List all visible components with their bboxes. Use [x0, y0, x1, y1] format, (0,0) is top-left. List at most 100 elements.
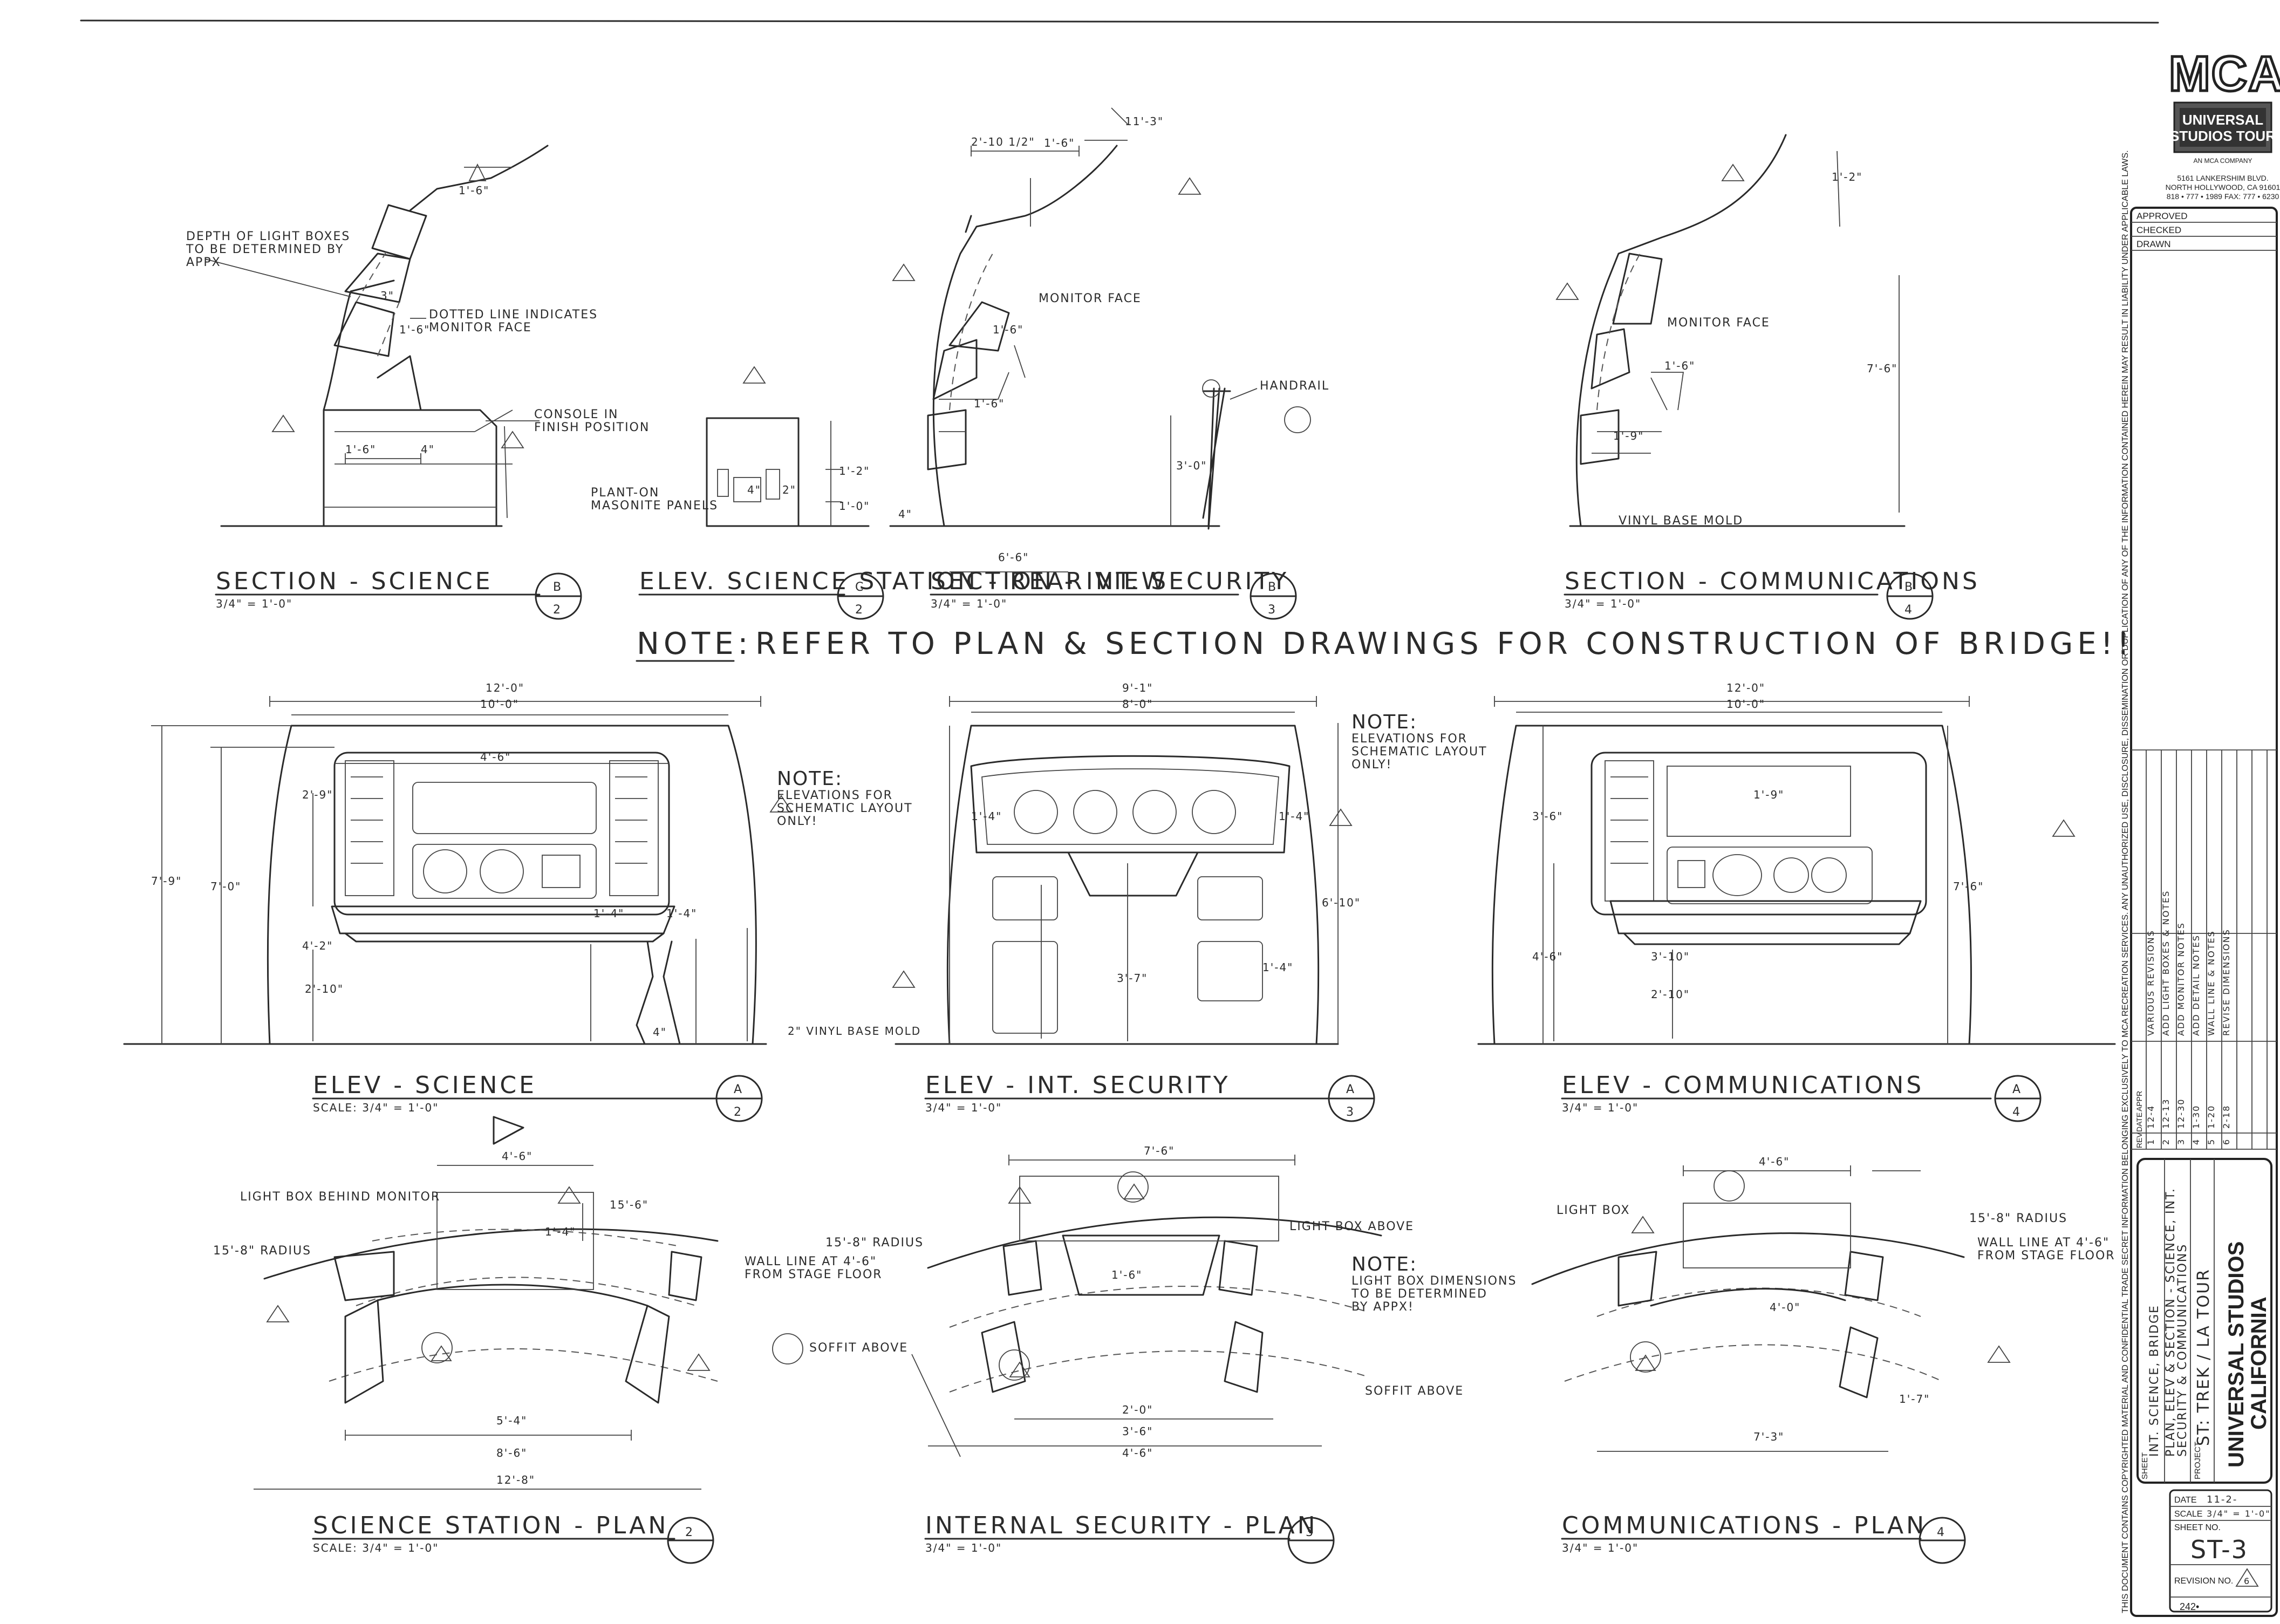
project-label: PROJECT	[2193, 1442, 2202, 1479]
section-communications	[1555, 134, 1934, 620]
plan-communications-title: COMMUNICATIONS - PLAN	[1562, 1512, 1927, 1539]
dimension-p4-1: 4'-0"	[1770, 1301, 1800, 1314]
revision-date: 1-30	[2191, 1105, 2201, 1129]
elev-int-security-title: ELEV - INT. SECURITY	[925, 1072, 1231, 1099]
radius-label-plan-security: 15'-8" RADIUS	[825, 1236, 924, 1250]
vinyl-base-mold-label: VINYL BASE MOLD	[1619, 514, 1743, 528]
sheet-title-line-3: SECURITY & COMMUNICATIONS	[2176, 1244, 2189, 1457]
elev-communications-title: ELEV - COMMUNICATIONS	[1562, 1072, 1924, 1099]
dimension-a3-0: 9'-1"	[1122, 681, 1153, 694]
revision-number: 6	[2221, 1138, 2231, 1145]
soffit-above-label-1: SOFFIT ABOVE	[809, 1341, 908, 1355]
elev-science-title: ELEV - SCIENCE	[313, 1072, 537, 1099]
revision-description: VARIOUS REVISIONS	[2146, 930, 2156, 1036]
section-int-security	[889, 107, 1311, 620]
elev-communications	[1477, 696, 2116, 1122]
elev-communications-mark-num: 4	[2012, 1106, 2021, 1119]
revision-description: ADD MONITOR NOTES	[2176, 922, 2186, 1036]
plan-communications-mark-num: 4	[1937, 1526, 1945, 1539]
section-science-mark-letter: B	[553, 581, 562, 594]
svg-text:STUDIOS TOUR: STUDIOS TOUR	[2170, 128, 2276, 144]
sheet-title-line-1: INT. SCIENCE, BRIDGE	[2148, 1305, 2161, 1457]
address-line-3: 818 • 777 • 1989 FAX: 777 • 6230	[2167, 192, 2279, 201]
plan-int-security-mark-num: 3	[1306, 1526, 1314, 1539]
elev-science-rear-mark-num: 2	[855, 603, 864, 617]
dimension-b3-3: 1'-6"	[993, 323, 1023, 336]
dimension-b2-0: 1'-6"	[459, 184, 489, 197]
section-int-security-mark-letter: B	[1268, 581, 1277, 594]
elev-science-mark-num: 2	[734, 1106, 742, 1119]
dimension-a2-5: 7'-0"	[210, 880, 241, 893]
studio-name-2: CALIFORNIA	[2247, 1297, 2271, 1430]
svg-text:UNIVERSAL: UNIVERSAL	[2182, 112, 2263, 128]
rev-col-label: REV	[2135, 1132, 2144, 1148]
appr-col-label: APPR	[2135, 1091, 2144, 1111]
elev-int-security-scale: 3/4" = 1'-0"	[925, 1101, 1002, 1114]
svg-text:AN MCA COMPANY: AN MCA COMPANY	[2193, 157, 2252, 165]
note-head: NOTE:	[637, 626, 752, 661]
drawn-label: DRAWN	[2136, 239, 2171, 249]
dimension-b4-2: 1'-9"	[1613, 429, 1644, 442]
wall-line-label-1: WALL LINE AT 4'-6"FROM STAGE FLOOR	[745, 1255, 883, 1281]
revision-date: 12-13	[2161, 1098, 2171, 1129]
section-communications-title: SECTION - COMMUNICATIONS	[1565, 568, 1980, 595]
monitor-face-label-b3: MONITOR FACE	[1039, 292, 1142, 305]
section-science-scale: 3/4" = 1'-0"	[216, 597, 292, 610]
elev-communications-scale: 3/4" = 1'-0"	[1562, 1101, 1639, 1114]
dimension-p3-3: 3'-6"	[1122, 1425, 1153, 1438]
dimension-a2-8: 1'-4"	[593, 907, 624, 920]
dimension-a4-5: 7'-6"	[1953, 880, 1984, 893]
plan-science-mark-num: 2	[685, 1526, 694, 1539]
dimension-a3-4: 6'-10"	[1322, 896, 1361, 909]
address-line-2: NORTH HOLLYWOOD, CA 91601	[2166, 183, 2280, 192]
title-block: THIS DOCUMENT CONTAINS COPYRIGHTED MATER…	[2121, 45, 2280, 1617]
dimension-b3-4: 1'-6"	[974, 397, 1005, 410]
plan-int-security-title: INTERNAL SECURITY - PLAN	[925, 1512, 1318, 1539]
dimension-p3-0: 7'-6"	[1144, 1144, 1175, 1157]
section-int-security-title: SECTION - INT. SECURITY	[931, 568, 1289, 595]
dimension-p2-2: 1'-4"	[545, 1225, 576, 1238]
address-line-1: 5161 LANKERSHIM BLVD.	[2177, 174, 2268, 182]
dimension-b3-7: 4"	[898, 508, 912, 521]
dimension-p2-0: 4'-6"	[502, 1150, 533, 1163]
revision-number: 3	[2176, 1138, 2186, 1145]
plan-science-scale: SCALE: 3/4" = 1'-0"	[313, 1541, 439, 1554]
dimension-a4-4: 4'-6"	[1532, 950, 1563, 963]
plan-science	[254, 1165, 719, 1564]
elev-science-rear	[638, 366, 884, 620]
revision-description: ADD LIGHT BOXES & NOTES	[2161, 890, 2171, 1036]
dimension-b2-2: 1'-6"	[345, 443, 376, 456]
dimension-p2-1: 15'-6"	[610, 1198, 648, 1211]
mca-logo: MCA	[2168, 45, 2280, 103]
date-col-label: DATE	[2135, 1113, 2144, 1132]
revision-description: ADD DETAIL NOTES	[2191, 934, 2201, 1036]
revision-number: 5	[2206, 1138, 2216, 1145]
dimension-b2-1: 1'-6"	[399, 323, 430, 336]
dimension-a3-2: 1'-4"	[971, 810, 1002, 823]
dimension-p2-3: 5'-4"	[496, 1414, 527, 1427]
dimension-p3-4: 4'-6"	[1122, 1446, 1153, 1459]
dimension-a4-3: 1'-9"	[1753, 788, 1784, 801]
dimension-b4-0: 1'-2"	[1832, 170, 1862, 183]
studio-name-1: UNIVERSAL STUDIOS	[2224, 1241, 2248, 1468]
dimension-a4-6: 3'-10"	[1651, 950, 1690, 963]
elev-int-security-mark-letter: A	[1346, 1083, 1355, 1096]
radius-label-plan-comm: 15'-8" RADIUS	[1969, 1212, 2067, 1225]
radius-label-plan-science: 15'-8" RADIUS	[213, 1244, 311, 1258]
section-int-security-scale: 3/4" = 1'-0"	[931, 597, 1007, 610]
elev-communications-mark-letter: A	[2012, 1083, 2022, 1096]
section-science-title: SECTION - SCIENCE	[216, 568, 493, 595]
scale-label: SCALE	[2174, 1510, 2202, 1519]
note-text: REFER TO PLAN & SECTION DRAWINGS FOR CON…	[755, 626, 2134, 661]
dimension-a2-0: 12'-0"	[486, 681, 524, 694]
revision-date: 1-20	[2206, 1105, 2216, 1129]
revision-number: 1	[2146, 1138, 2156, 1145]
dimension-b3-5: 3'-0"	[1176, 459, 1207, 472]
dimension-a4-0: 12'-0"	[1726, 681, 1765, 694]
revision-date: 12-30	[2176, 1098, 2186, 1129]
plan-communications-scale: 3/4" = 1'-0"	[1562, 1541, 1639, 1554]
